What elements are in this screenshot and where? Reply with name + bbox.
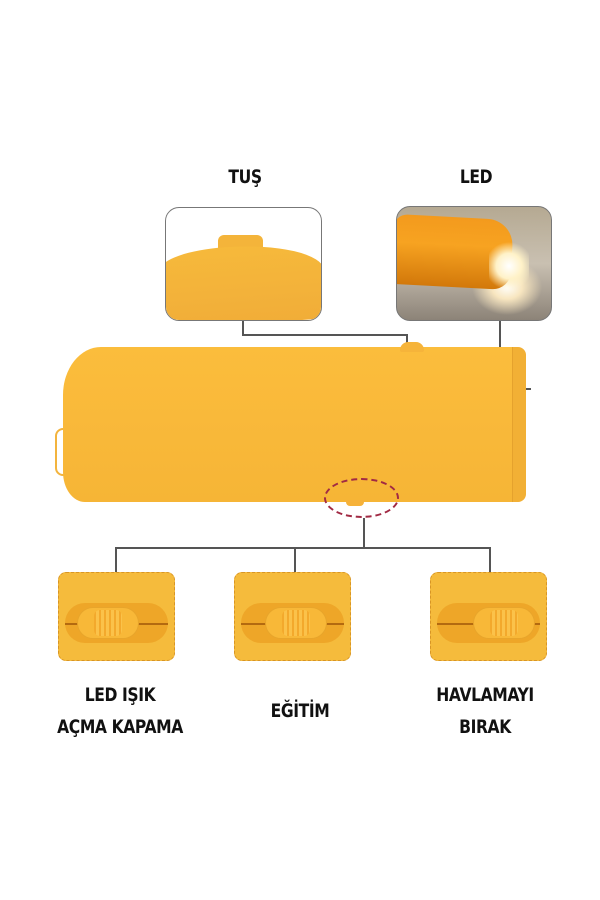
knob-grip — [94, 610, 122, 636]
device-body-closeup — [166, 240, 321, 320]
switch-knob — [265, 607, 327, 639]
mode-label-led-line1: LED IŞIK — [84, 684, 156, 706]
mode-panel-training — [234, 572, 351, 661]
led-closeup-image — [396, 206, 552, 321]
mode-label-stop-barking-line1: HAVLAMAYI — [436, 684, 534, 706]
label-tus: TUŞ — [228, 166, 262, 188]
connector-tus-h — [242, 334, 408, 336]
connector-modes-h — [115, 547, 490, 549]
top-button — [400, 342, 424, 352]
mode-panel-led — [58, 572, 175, 661]
switch-knob — [77, 607, 139, 639]
connector-mode-left — [115, 547, 117, 573]
knob-grip — [282, 610, 310, 636]
label-led: LED — [459, 166, 493, 188]
mode-label-training: EĞİTİM — [270, 700, 330, 722]
connector-mode-right — [489, 547, 491, 573]
switch-highlight-ring — [324, 478, 399, 518]
mode-panel-stop-barking — [430, 572, 547, 661]
connector-tus-v2 — [406, 334, 408, 348]
mode-label-led-line2: AÇMA KAPAMA — [57, 716, 183, 738]
led-end-cap — [512, 347, 526, 502]
knob-grip — [490, 610, 518, 636]
connector-switch-v — [363, 518, 365, 548]
led-glow — [489, 241, 529, 291]
connector-tus-v1 — [242, 321, 244, 335]
mode-label-stop-barking-line2: BIRAK — [459, 716, 511, 738]
connector-mode-center — [294, 547, 296, 573]
switch-knob — [473, 607, 535, 639]
device-body — [63, 342, 526, 502]
button-closeup-image — [165, 207, 322, 321]
